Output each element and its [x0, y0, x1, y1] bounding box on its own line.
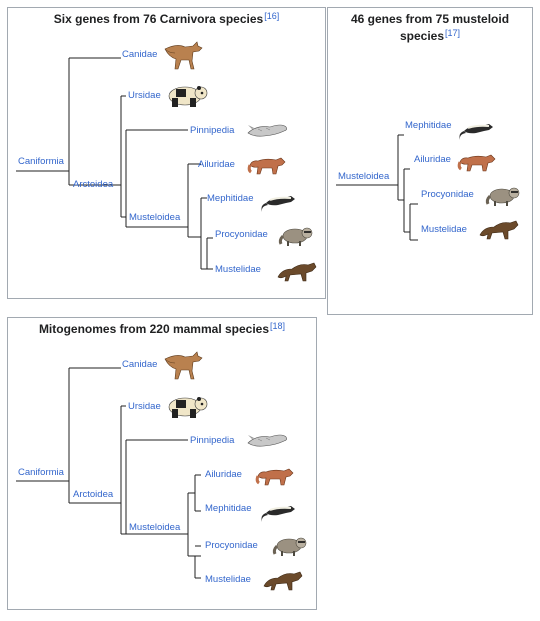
- leaf-ursidae[interactable]: Ursidae: [128, 90, 161, 101]
- leaf-mephitidae[interactable]: Mephitidae: [205, 503, 252, 514]
- panel-mitogenomes: Mitogenomes from 220 mammal species[18]: [7, 317, 317, 610]
- panel-musteloid: 46 genes from 75 musteloid species[17] M…: [327, 7, 533, 315]
- leaf-canidae[interactable]: Canidae: [122, 359, 158, 370]
- cladogram-lines: [16, 57, 213, 270]
- skunk-icon: [261, 506, 295, 522]
- leaf-ailuridae[interactable]: Ailuridae: [414, 154, 451, 165]
- leaf-mephitidae[interactable]: Mephitidae: [405, 120, 452, 131]
- node-arctoidea[interactable]: Arctoidea: [73, 179, 114, 190]
- mustelid-icon: [479, 220, 519, 240]
- node-caniformia[interactable]: Caniformia: [18, 467, 64, 478]
- panda-icon: [168, 86, 208, 107]
- node-musteloidea[interactable]: Musteloidea: [129, 522, 181, 533]
- fox-icon: [164, 351, 203, 380]
- skunk-icon: [459, 124, 493, 140]
- panda-icon: [168, 397, 208, 418]
- leaf-ursidae[interactable]: Ursidae: [128, 401, 161, 412]
- seal-icon: [247, 434, 287, 447]
- panel-title-text: Six genes from 76 Carnivora species: [53, 12, 264, 26]
- panel-six-genes: Six genes from 76 Carnivora species[16] …: [7, 7, 326, 299]
- red-panda-icon: [255, 468, 294, 486]
- panel-title: Mitogenomes from 220 mammal species[18]: [8, 321, 316, 338]
- citation-link[interactable]: [18]: [270, 321, 286, 331]
- leaf-pinnipedia[interactable]: Pinnipedia: [190, 125, 235, 136]
- cladogram-lines: [16, 367, 201, 579]
- leaf-ailuridae[interactable]: Ailuridae: [198, 159, 235, 170]
- leaf-pinnipedia[interactable]: Pinnipedia: [190, 435, 235, 446]
- raccoon-icon: [272, 537, 307, 556]
- red-panda-icon: [457, 154, 496, 172]
- leaf-mustelidae[interactable]: Mustelidae: [215, 264, 261, 275]
- citation-link[interactable]: [17]: [445, 28, 461, 38]
- mustelid-icon: [263, 571, 303, 591]
- raccoon-icon: [278, 227, 313, 246]
- panel-title-text: Mitogenomes from 220 mammal species: [38, 322, 270, 336]
- node-musteloidea[interactable]: Musteloidea: [338, 171, 390, 182]
- mustelid-icon: [277, 262, 317, 282]
- citation-link[interactable]: [16]: [264, 11, 280, 21]
- seal-icon: [247, 124, 287, 137]
- node-caniformia[interactable]: Caniformia: [18, 156, 64, 167]
- leaf-mustelidae[interactable]: Mustelidae: [421, 224, 467, 235]
- raccoon-icon: [485, 187, 520, 206]
- panel-title: Six genes from 76 Carnivora species[16]: [8, 11, 325, 28]
- leaf-mephitidae[interactable]: Mephitidae: [207, 193, 254, 204]
- leaf-ailuridae[interactable]: Ailuridae: [205, 469, 242, 480]
- leaf-procyonidae[interactable]: Procyonidae: [421, 189, 474, 200]
- leaf-canidae[interactable]: Canidae: [122, 49, 158, 60]
- node-musteloidea[interactable]: Musteloidea: [129, 212, 181, 223]
- fox-icon: [164, 41, 203, 70]
- node-arctoidea[interactable]: Arctoidea: [73, 489, 114, 500]
- panel-title-text: 46 genes from 75 musteloid species: [350, 12, 510, 43]
- leaf-procyonidae[interactable]: Procyonidae: [205, 540, 258, 551]
- red-panda-icon: [247, 157, 286, 175]
- leaf-procyonidae[interactable]: Procyonidae: [215, 229, 268, 240]
- skunk-icon: [261, 196, 295, 212]
- cladogram-lines: [336, 134, 418, 241]
- leaf-mustelidae[interactable]: Mustelidae: [205, 574, 251, 585]
- panel-title: 46 genes from 75 musteloid species[17]: [328, 11, 532, 45]
